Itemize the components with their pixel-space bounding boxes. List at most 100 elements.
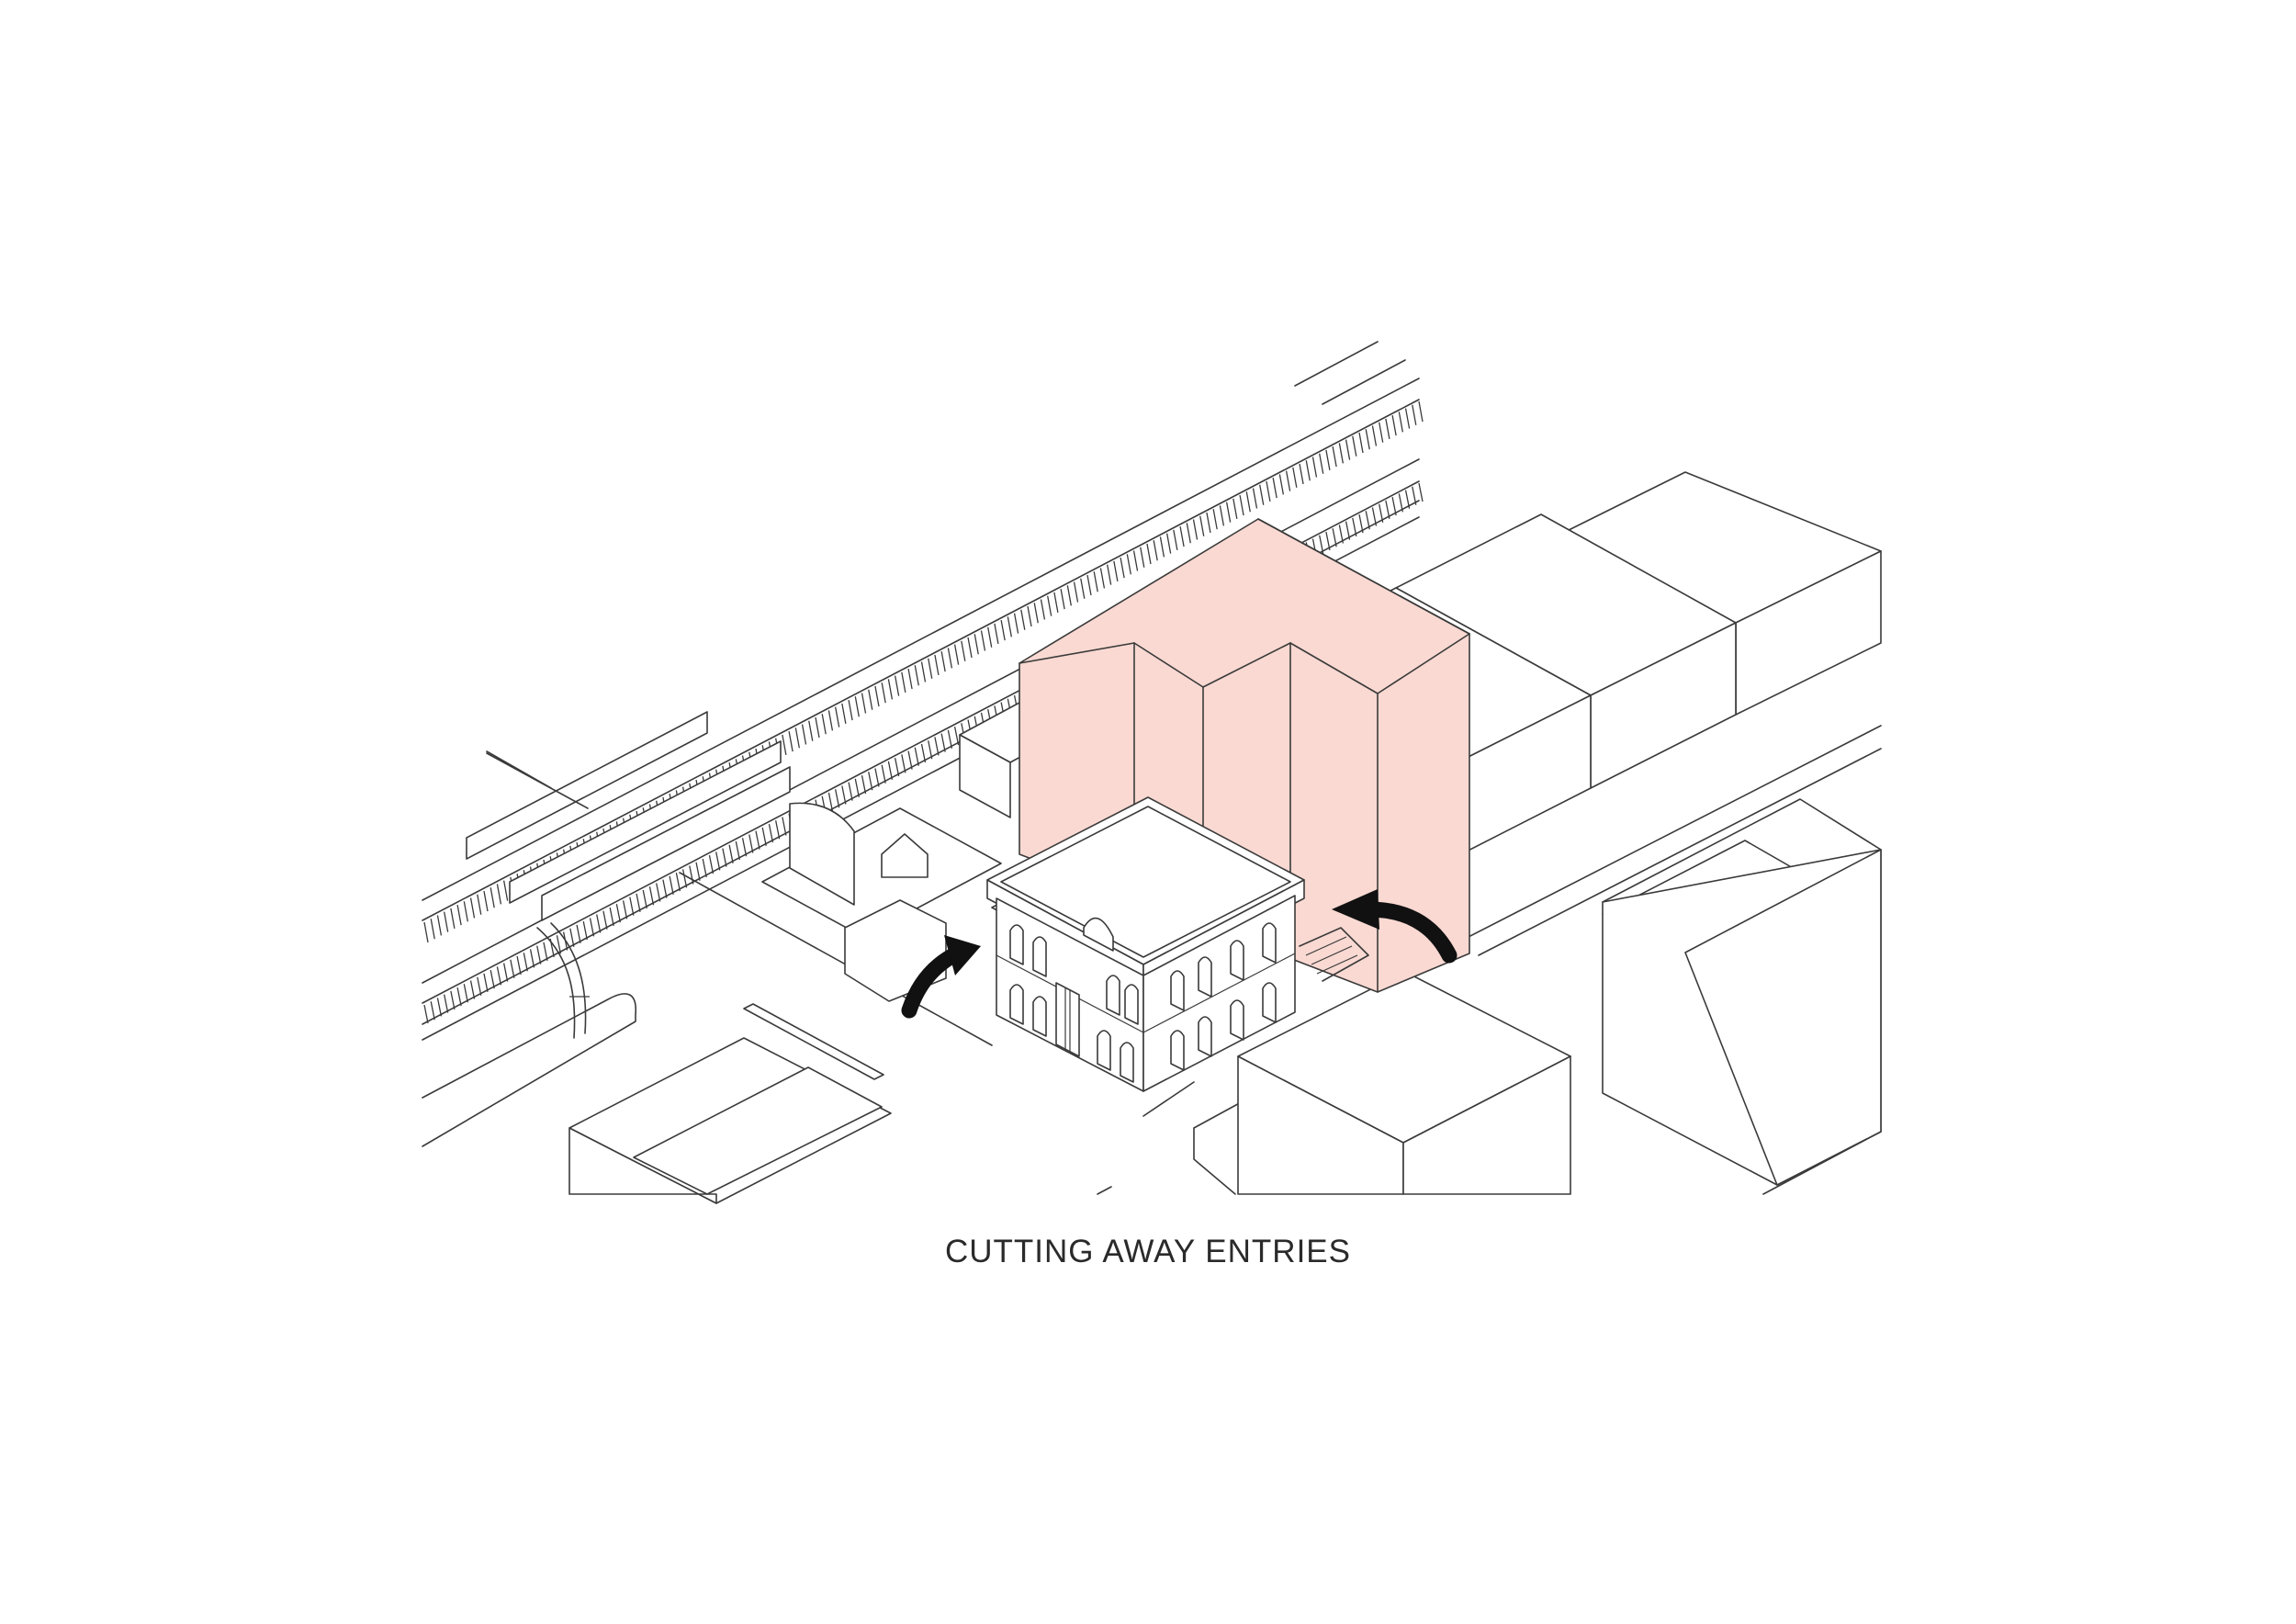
railway-tie (980, 630, 986, 651)
railway-tie (1166, 533, 1172, 554)
railway-tie (1385, 500, 1390, 520)
railway-tie (589, 918, 595, 937)
railway-tie (444, 994, 449, 1013)
railway-tie (469, 897, 476, 919)
arched-window (1262, 922, 1277, 964)
railway-tie (1365, 429, 1370, 450)
railway-tie (1338, 443, 1344, 464)
railway-tie (1385, 418, 1390, 440)
railway-tie (987, 626, 993, 648)
railway-tie (681, 869, 688, 888)
railway-tie (1332, 446, 1337, 468)
railway-tie (1047, 595, 1052, 616)
railway-tie (722, 848, 727, 867)
railway-tie (662, 879, 668, 898)
railway-tie (1325, 531, 1331, 551)
railway-tie (1325, 449, 1331, 471)
railway-tie (708, 855, 715, 874)
railway-tie (914, 665, 919, 686)
railway-tie (689, 865, 694, 885)
railway-tie (1398, 493, 1403, 513)
railway-tie (1000, 620, 1006, 641)
railway-tie (1013, 613, 1019, 634)
railway-tie (1345, 439, 1351, 460)
railway-tie (496, 966, 502, 986)
railway-tie (615, 904, 622, 923)
railway-tie (782, 734, 787, 755)
railway-tie (430, 1001, 435, 1021)
entry-arrow-right (1332, 889, 1458, 964)
railway-tie (463, 901, 468, 922)
arched-window (1097, 1030, 1111, 1071)
railway-tie (928, 740, 933, 760)
arched-window (1230, 999, 1244, 1041)
railway-tie (1252, 488, 1258, 509)
railway-tie (596, 914, 602, 933)
railway-tie (1379, 422, 1384, 443)
railway-tie (1365, 511, 1370, 530)
railway-tie (815, 716, 820, 739)
railway-tie (1173, 529, 1178, 550)
railway-tie (920, 743, 927, 763)
block-bottom-right (1237, 971, 1571, 1195)
railway-tie (536, 945, 542, 964)
railway-tie (543, 942, 548, 961)
railway-tie (636, 893, 641, 912)
railway-tie (1093, 571, 1098, 592)
railway-tie (1132, 550, 1139, 571)
railway-tie (887, 761, 894, 781)
blocks-mid-right (1602, 798, 1882, 1186)
railway-tie (675, 872, 681, 892)
railway-tie (469, 980, 476, 999)
arched-window (1009, 924, 1024, 965)
arched-window (1106, 975, 1120, 1016)
railway-tie (450, 990, 456, 1009)
railway-tie (477, 976, 482, 996)
railway-tie (874, 768, 880, 787)
railway-tie (728, 844, 734, 863)
railway-tie (1358, 513, 1364, 534)
railway-tie (874, 685, 880, 707)
blocks-mid-left (761, 702, 1071, 1002)
railway-tie (940, 733, 946, 752)
railway-tie (1266, 480, 1271, 502)
railway-tie (827, 792, 834, 812)
railway-tie (1285, 470, 1291, 491)
railway-tie (801, 724, 807, 745)
heritage-windows-front (1009, 924, 1139, 1083)
railway-tie (854, 696, 860, 717)
railway-tie (1086, 574, 1092, 596)
railway-tie (920, 661, 927, 682)
railway-tie (529, 949, 535, 968)
railway-tie (947, 648, 953, 669)
railway-tie (934, 737, 940, 756)
entry-arrow-left (901, 935, 981, 1019)
railway-tie (1060, 589, 1065, 610)
railway-tie (516, 955, 522, 976)
railway-tie (901, 671, 906, 693)
railway-tie (1391, 415, 1397, 436)
railway-tie (715, 851, 721, 871)
railway-tie (748, 834, 754, 853)
railway-tie (656, 883, 661, 902)
railway-tie (907, 750, 913, 770)
railway-tie (861, 774, 867, 795)
railway-tie (835, 789, 840, 808)
railway-tie (841, 785, 847, 805)
railway-tie (794, 727, 800, 749)
railway-tie (1066, 585, 1072, 606)
railway-tie (1272, 478, 1277, 499)
railway-tie (1099, 568, 1106, 589)
railway-tie (436, 998, 443, 1017)
railway-tie (490, 887, 495, 908)
railway-tie (1299, 463, 1304, 485)
arched-window (1124, 984, 1139, 1025)
railway-tie (582, 920, 588, 941)
railway-tie (523, 953, 528, 972)
railway-tie (914, 747, 919, 766)
railway-tie (741, 838, 748, 857)
railway-tie (1345, 521, 1351, 540)
railway-tie (1027, 605, 1032, 627)
railway-tie (1412, 486, 1417, 505)
